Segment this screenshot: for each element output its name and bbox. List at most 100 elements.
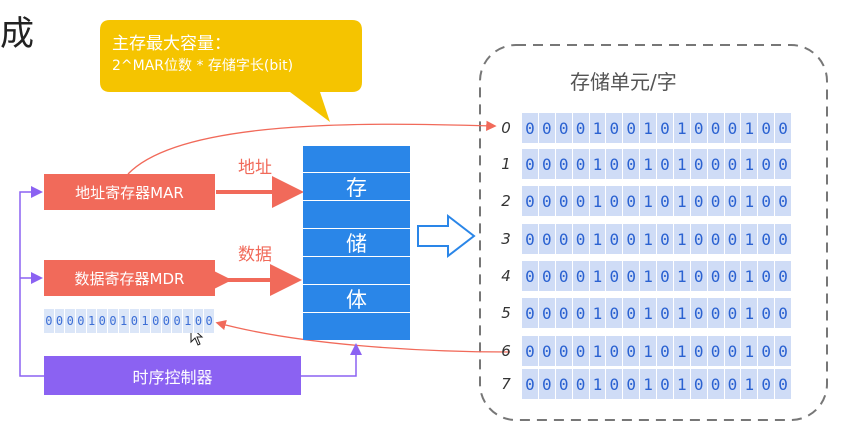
buffer-bit: 0	[129, 309, 141, 333]
row-index: 5	[501, 304, 511, 322]
bit-cell: 1	[589, 224, 607, 254]
bit-cell: 1	[589, 369, 607, 399]
bit-cell: 0	[623, 186, 641, 216]
bit-cell: 0	[623, 369, 641, 399]
bit-cell: 0	[623, 298, 641, 328]
bit-cell: 0	[775, 369, 792, 399]
bit-cell: 0	[775, 298, 792, 328]
row-index: 6	[501, 342, 511, 360]
data-bus-label: 数据	[238, 245, 272, 265]
bit-cell: 0	[758, 369, 776, 399]
bit-cell: 0	[724, 336, 742, 366]
controller-loop-line	[19, 186, 44, 377]
hollow-arrow	[417, 213, 476, 259]
buffer-bit: 1	[118, 309, 130, 333]
bit-cell: 0	[657, 113, 674, 143]
bit-cell: 1	[741, 149, 759, 179]
bit-cell: 1	[741, 186, 759, 216]
bit-cell: 1	[640, 369, 657, 399]
bit-cell: 0	[724, 369, 742, 399]
buffer-bit: 0	[108, 309, 119, 333]
row-index: 0	[501, 119, 511, 137]
buffer-bit: 0	[172, 309, 183, 333]
bit-cell: 0	[572, 298, 590, 328]
bit-cell: 1	[673, 336, 691, 366]
bit-cell: 1	[589, 186, 607, 216]
bit-cell: 0	[606, 113, 624, 143]
bit-cell: 0	[538, 149, 556, 179]
bit-cell: 0	[707, 224, 725, 254]
bit-cell: 0	[606, 149, 624, 179]
bit-cell: 0	[690, 261, 708, 291]
bit-cell: 1	[673, 369, 691, 399]
bit-cell: 1	[673, 261, 691, 291]
bit-cell: 1	[589, 113, 607, 143]
buffer-bit: 0	[65, 309, 77, 333]
bit-cell: 0	[758, 149, 776, 179]
bit-cell: 1	[640, 186, 657, 216]
bit-cell: 0	[758, 186, 776, 216]
bit-cell: 0	[623, 336, 641, 366]
controller-memory-line	[301, 343, 362, 377]
memory-char-chu: 储	[303, 228, 410, 257]
title-fragment: 成	[0, 14, 34, 54]
bit-cell: 0	[572, 113, 590, 143]
bit-cell: 0	[555, 186, 573, 216]
bit-cell: 0	[724, 224, 742, 254]
buffer-bit: 1	[140, 309, 151, 333]
row-index: 7	[501, 375, 511, 393]
bit-cell: 0	[707, 113, 725, 143]
buffer-bit: 0	[193, 309, 205, 333]
bit-cell: 0	[606, 336, 624, 366]
bit-cell: 0	[707, 261, 725, 291]
bit-cell: 0	[690, 224, 708, 254]
bit-cell: 0	[522, 336, 539, 366]
bit-cell: 0	[724, 113, 742, 143]
mdr-register: 数据寄存器MDR	[44, 260, 215, 296]
bit-cell: 1	[741, 261, 759, 291]
bit-cell: 1	[673, 113, 691, 143]
bit-cell: 0	[724, 149, 742, 179]
callout-text: 主存最大容量： 2^MAR位数 * 存储字长(bit)	[112, 33, 357, 77]
bit-cell: 0	[690, 336, 708, 366]
buffer-bit: 1	[182, 309, 194, 333]
bit-cell: 0	[572, 261, 590, 291]
callout-line1: 主存最大容量：	[112, 34, 231, 54]
bit-cell: 0	[623, 113, 641, 143]
bit-cell: 1	[640, 336, 657, 366]
bit-cell: 0	[555, 298, 573, 328]
bit-cell: 0	[522, 298, 539, 328]
bit-cell: 0	[724, 261, 742, 291]
memory-segment	[303, 200, 410, 229]
bit-cell: 0	[522, 369, 539, 399]
row-index: 4	[501, 267, 511, 285]
bit-cell: 0	[606, 186, 624, 216]
bit-cell: 0	[657, 224, 674, 254]
row-index: 1	[501, 155, 511, 173]
timing-controller: 时序控制器	[44, 356, 301, 395]
bit-cell: 1	[673, 186, 691, 216]
bit-cell: 1	[741, 224, 759, 254]
bit-cell: 1	[673, 298, 691, 328]
bit-cell: 0	[572, 149, 590, 179]
buffer-bit: 0	[97, 309, 109, 333]
mar-to-row0-curve	[127, 120, 497, 175]
bit-cell: 0	[606, 224, 624, 254]
bit-cell: 0	[555, 336, 573, 366]
bit-cell: 0	[555, 261, 573, 291]
bit-cell: 1	[640, 113, 657, 143]
bit-cell: 0	[623, 149, 641, 179]
bit-cell: 1	[589, 298, 607, 328]
bit-cell: 1	[640, 224, 657, 254]
buffer-bit: 0	[204, 309, 215, 333]
bit-cell: 1	[640, 298, 657, 328]
bit-cell: 0	[758, 113, 776, 143]
bit-cell: 0	[758, 298, 776, 328]
